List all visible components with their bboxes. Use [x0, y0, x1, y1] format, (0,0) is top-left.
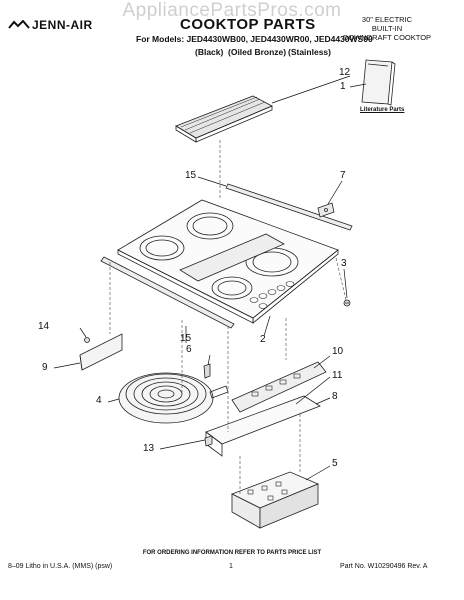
callout-8: 8 [332, 391, 338, 402]
callout-9: 9 [42, 362, 48, 373]
trim-strip-rear[interactable] [225, 183, 353, 231]
finish-black: (Black) [195, 47, 224, 57]
callout-2: 2 [260, 334, 266, 345]
screw-3[interactable] [343, 299, 351, 307]
junction-box[interactable] [231, 471, 320, 529]
literature-parts-label: Literature Parts [360, 107, 405, 113]
page-title: COOKTOP PARTS [180, 16, 316, 33]
part-number: Part No. W10290496 Rev. A [340, 563, 428, 570]
control-board[interactable] [231, 361, 327, 413]
vent-grate[interactable] [175, 95, 273, 143]
callout-14: 14 [38, 321, 50, 332]
callout-11: 11 [332, 370, 343, 381]
bracket-13[interactable] [204, 435, 213, 447]
callout-3: 3 [341, 258, 347, 269]
callout-6: 6 [186, 344, 192, 355]
model-list: For Models: JED4430WB00, JED4430WR00, JE… [136, 34, 373, 44]
callout-10: 10 [332, 346, 344, 357]
trim-strip-front[interactable] [100, 256, 235, 329]
ordering-note: FOR ORDERING INFORMATION REFER TO PARTS … [142, 550, 322, 556]
finish-oiled-bronze: (Oiled Bronze) [228, 47, 287, 57]
callout-5: 5 [332, 458, 338, 469]
description-line: 30" ELECTRIC [361, 15, 413, 24]
brand-mark-icon [8, 20, 30, 29]
description-line: BUILT-IN [371, 24, 403, 33]
callout-13: 13 [143, 443, 155, 454]
cooktop-glass-top[interactable] [117, 199, 339, 324]
product-description: 30" ELECTRIC BUILT-IN DOWNDRAFT COOKTOP [338, 15, 436, 42]
page-number: 1 [229, 563, 233, 570]
screw-6[interactable] [203, 363, 211, 379]
brand-logo: JENN-AIR [8, 18, 93, 32]
description-line: DOWNDRAFT COOKTOP [342, 33, 432, 42]
callout-7: 7 [340, 170, 346, 181]
callout-12: 12 [339, 67, 351, 78]
callout-1: 1 [340, 81, 346, 92]
watermark: AppliancePartsPros.com [122, 0, 342, 21]
brand-name: JENN-AIR [32, 18, 93, 32]
callout-4: 4 [96, 395, 102, 406]
side-bracket[interactable] [79, 333, 123, 371]
literature-booklet[interactable] [361, 59, 396, 106]
radiant-element[interactable] [118, 372, 229, 424]
bracket-14[interactable] [84, 337, 90, 343]
finish-stainless: (Stainless) [288, 47, 331, 57]
callout-15-upper: 15 [185, 170, 197, 181]
litho-info: 8–09 Litho in U.S.A. (MMS) (psw) [8, 563, 113, 570]
heat-shield[interactable] [205, 395, 321, 457]
callout-15-lower: 15 [180, 333, 192, 344]
mounting-clip[interactable] [317, 202, 335, 218]
